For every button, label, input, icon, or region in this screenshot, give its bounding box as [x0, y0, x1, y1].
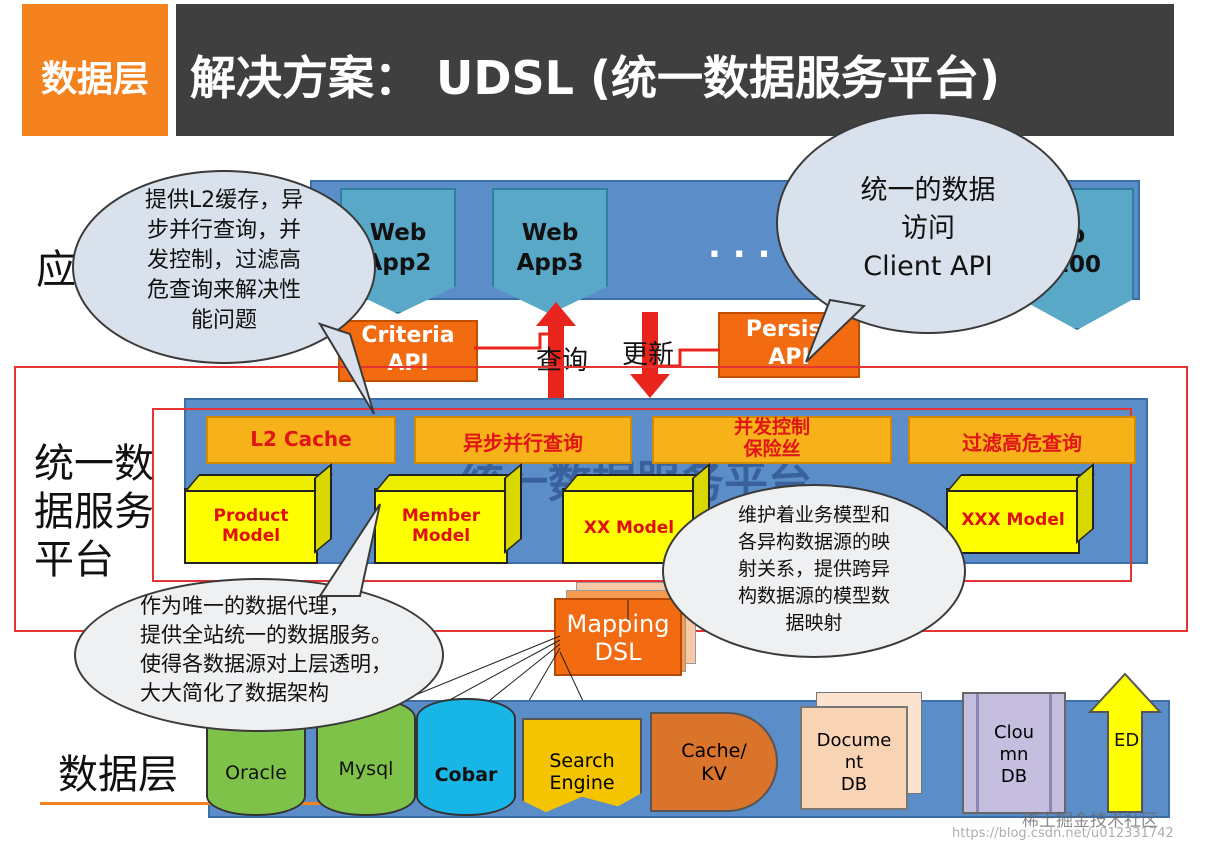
bar-concurrency: 并发控制 保险丝: [652, 416, 892, 464]
platform-inner-frame: [152, 408, 1132, 582]
query-label: 查询: [536, 346, 589, 376]
column-stripe: [976, 694, 979, 812]
model-product: Product Model: [184, 488, 318, 564]
callout-line: 作为唯一的数据代理，: [140, 594, 350, 618]
app-box-3: Web App3: [492, 188, 608, 314]
bar-filter-risky: 过滤高危查询: [908, 416, 1136, 464]
app-line1: Web: [369, 220, 427, 246]
model-line1: XX Model: [583, 518, 675, 538]
model-xxx: XXX Model: [946, 488, 1080, 554]
callout-data-proxy: 作为唯一的数据代理， 提供全站统一的数据服务。 使得各数据源对上层透明， 大大简…: [74, 578, 444, 732]
watermark-url: https://blog.csdn.net/u012331742: [952, 826, 1174, 841]
update-label: 更新: [622, 340, 675, 370]
bar-label-2: 保险丝: [743, 438, 801, 460]
bar-label: 并发控制: [733, 416, 810, 438]
bar-label: 异步并行查询: [463, 431, 583, 455]
app-line2: App3: [516, 250, 584, 276]
data-layer-underline: [40, 802, 330, 805]
model-line2: Model: [221, 526, 281, 546]
data-layer-label: 数据层: [58, 752, 178, 798]
datasource-label: Cache/ KV: [681, 740, 747, 785]
model-line1: Product: [213, 506, 289, 526]
callout-line: 发控制，过滤高: [146, 248, 301, 273]
datasource-search-engine: Search Engine: [522, 718, 642, 813]
api-line2: API: [387, 351, 429, 376]
bar-label: L2 Cache: [250, 427, 352, 451]
callout-line: 射关系，提供跨异: [737, 558, 890, 580]
callout-line: 访问: [901, 213, 955, 244]
callout-line: 构数据源的模型数: [737, 585, 890, 607]
bar-l2-cache: L2 Cache: [206, 416, 396, 464]
service-label-line: 据服务: [34, 489, 154, 535]
callout-mapping: 维护着业务模型和 各异构数据源的映 射关系，提供跨异 构数据源的模型数 据映射: [662, 484, 966, 658]
callout-proxy-tail: [318, 503, 381, 597]
api-line1: Criteria: [361, 323, 455, 348]
ed-arrow: [1088, 672, 1162, 813]
query-arrow-up: [536, 302, 576, 408]
callout-line: 统一的数据: [860, 175, 996, 206]
datasource-column-db: Clou mn DB: [962, 692, 1066, 814]
callout-line: 提供L2缓存，异: [144, 188, 304, 213]
datasource-cache-kv: Cache/ KV: [650, 712, 778, 812]
mapping-dsl: Mapping DSL: [554, 598, 682, 676]
model-line1: XXX Model: [961, 510, 1065, 530]
update-arrow-down: [630, 312, 670, 398]
app-layer-label: 应: [36, 247, 76, 293]
model-line2: Model: [411, 526, 471, 546]
callout-line: 使得各数据源对上层透明，: [140, 652, 392, 676]
datasource-document-db: Docume nt DB: [800, 706, 908, 810]
column-stripe: [1049, 694, 1052, 812]
callout-line: 大大简化了数据架构: [140, 681, 329, 705]
service-label-line: 平台: [34, 537, 114, 583]
callout-line: 危查询来解决性: [146, 278, 301, 303]
datasource-label: Cobar: [434, 764, 498, 786]
ellipsis: . . .: [708, 226, 771, 266]
callout-l2-cache: 提供L2缓存，异 步并行查询，并 发控制，过滤高 危查询来解决性 能问题: [72, 170, 376, 364]
page-title: 解决方案： UDSL (统一数据服务平台): [190, 51, 1001, 105]
callout-line: Client API: [863, 251, 993, 282]
callout-line: 各异构数据源的映: [737, 531, 890, 553]
section-tag: 数据层: [22, 4, 168, 136]
service-layer-label: 统一数 据服务 平台: [34, 440, 154, 584]
service-label-line: 统一数: [34, 441, 154, 487]
api-line2: API: [768, 345, 810, 370]
callout-client-api-tail: [805, 298, 867, 363]
app-line1: Web: [521, 220, 579, 246]
datasource-label: Docume nt DB: [816, 730, 892, 795]
datasource-label: Clou mn DB: [994, 722, 1034, 787]
bar-label: 过滤高危查询: [962, 431, 1082, 455]
mapping-line1: Mapping: [566, 610, 670, 638]
model-line1: Member: [401, 506, 481, 526]
callout-line: 能问题: [190, 308, 257, 333]
datasource-label: Oracle: [225, 762, 287, 784]
callout-client-api: 统一的数据 访问 Client API: [776, 112, 1080, 334]
datasource-label: Search Engine: [549, 750, 615, 794]
datasource-label: Mysql: [338, 758, 394, 780]
callout-line: 提供全站统一的数据服务。: [140, 623, 392, 647]
mapping-line2: DSL: [594, 638, 642, 666]
bar-async-query: 异步并行查询: [414, 416, 632, 464]
callout-l2-tail: [317, 322, 375, 415]
callout-line: 据映射: [785, 612, 843, 634]
title-banner: 解决方案： UDSL (统一数据服务平台): [176, 4, 1174, 136]
ed-label: ED: [1114, 730, 1140, 751]
datasource-cobar: Cobar: [416, 698, 516, 816]
watermark-text: 稀土掘金技术社区: [1022, 811, 1158, 831]
model-member: Member Model: [374, 488, 508, 564]
callout-line: 维护着业务模型和: [737, 504, 890, 526]
section-tag-text: 数据层: [40, 59, 149, 100]
callout-line: 步并行查询，并: [146, 218, 301, 243]
